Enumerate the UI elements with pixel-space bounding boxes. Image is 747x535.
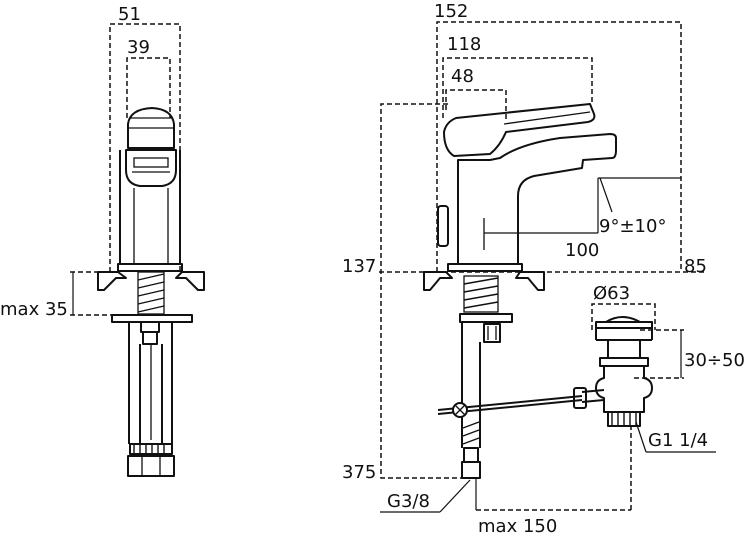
waste-view: Ø63 30÷50 G1 1/4 <box>573 283 745 453</box>
handle-length-label: 118 <box>447 34 481 55</box>
front-view: 51 39 max 35 <box>0 4 205 477</box>
side-fixing <box>459 313 513 343</box>
spout-reach-label: 100 <box>565 240 599 261</box>
adjust-range-label: 30÷50 <box>684 350 745 371</box>
max-reach-label: max 150 <box>478 516 557 535</box>
side-body-spout <box>437 133 617 272</box>
waste-dimension-lines <box>591 303 716 453</box>
outlet-angle-label: 9°±10° <box>599 216 666 237</box>
hose-length-label: 375 <box>342 462 376 483</box>
connection-thread-label: G3/8 <box>387 491 430 512</box>
front-body <box>117 150 183 272</box>
waste-plug <box>595 316 653 367</box>
side-hose <box>461 322 481 479</box>
outlet-height-label: 85 <box>684 256 707 277</box>
handle-width-label: 39 <box>127 37 150 58</box>
overall-height-label: 137 <box>342 256 376 277</box>
front-hoses <box>127 322 175 477</box>
body-offset-label: 48 <box>451 66 474 87</box>
front-width-label: 51 <box>118 4 141 25</box>
overall-length-label: 152 <box>434 1 468 22</box>
front-fixing <box>111 314 193 345</box>
front-counter-top <box>97 271 205 315</box>
waste-body <box>573 365 653 427</box>
side-handle <box>443 103 596 157</box>
waste-labels: Ø63 30÷50 G1 1/4 <box>593 283 745 451</box>
side-dimension-lines <box>379 21 706 513</box>
waste-thread-label: G1 1/4 <box>648 430 708 451</box>
plug-diameter-label: Ø63 <box>593 283 630 304</box>
side-view: 152 118 48 9°±10° 100 85 137 375 G3/8 ma… <box>342 1 707 535</box>
side-labels: 152 118 48 9°±10° 100 85 137 375 G3/8 ma… <box>342 1 707 535</box>
pop-up-rod <box>437 395 583 418</box>
front-handle <box>125 107 177 187</box>
front-labels: 51 39 max 35 <box>0 4 150 320</box>
side-counter-top <box>423 271 545 313</box>
max-mount-label: max 35 <box>0 299 68 320</box>
